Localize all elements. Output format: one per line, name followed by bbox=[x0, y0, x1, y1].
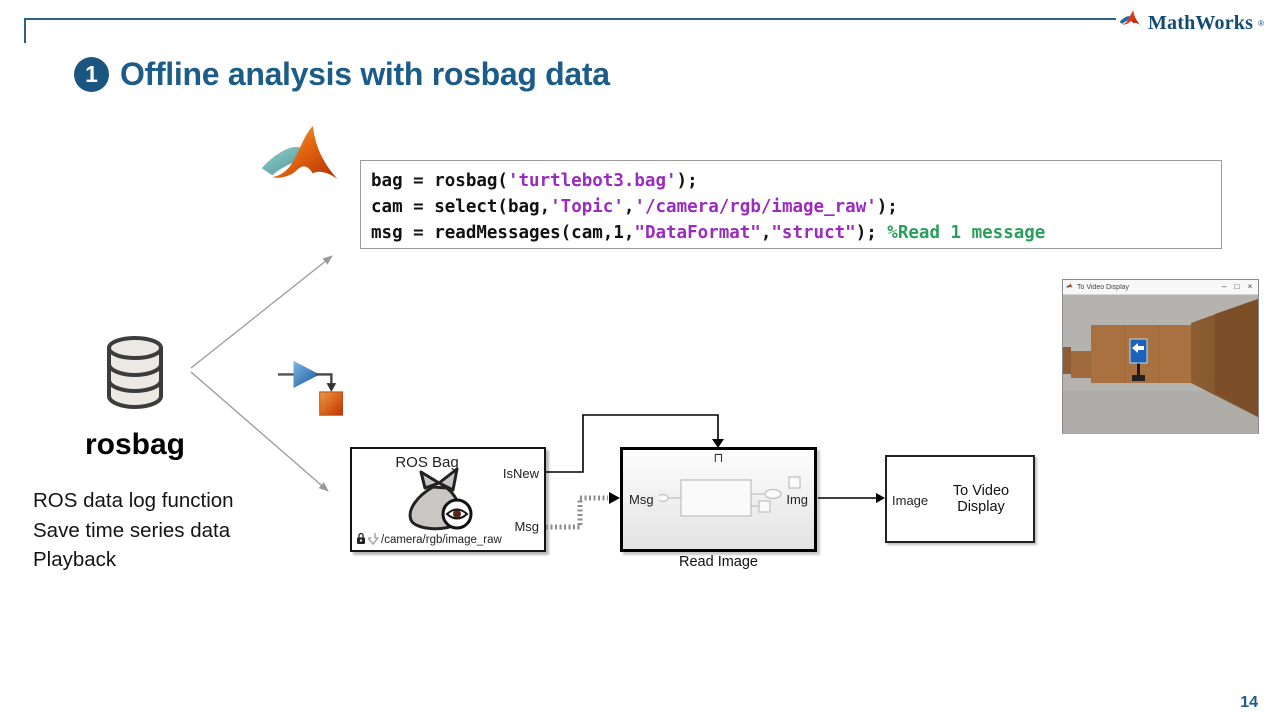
top-rule-corner bbox=[24, 18, 26, 43]
title-number-badge: 1 bbox=[74, 57, 109, 92]
mathworks-wordmark: MathWorks bbox=[1147, 11, 1254, 34]
top-rule bbox=[24, 18, 1116, 20]
bag-with-eye-icon bbox=[397, 466, 483, 543]
simulink-block-to-video-display: Image To Video Display bbox=[885, 455, 1035, 543]
slide-title: 1 Offline analysis with rosbag data bbox=[74, 56, 610, 93]
page-number: 14 bbox=[1240, 694, 1258, 711]
simulink-block-read-image: ⊓ Msg Img bbox=[620, 447, 817, 552]
rosbag-topic-text: /camera/rgb/image_raw bbox=[381, 534, 502, 546]
code-line-3: msg = readMessages(cam,1,"DataFormat","s… bbox=[371, 223, 1046, 243]
rosbag-description: ROS data log function Save time series d… bbox=[33, 486, 234, 575]
trigger-port-icon: ⊓ bbox=[713, 451, 724, 466]
close-button[interactable]: × bbox=[1247, 282, 1253, 291]
mathworks-membrane-icon bbox=[1119, 7, 1143, 39]
bullet-line: Save time series data bbox=[33, 518, 231, 542]
rosbag-block-title: ROS Bag bbox=[395, 454, 459, 471]
title-text: Offline analysis with rosbag data bbox=[120, 56, 610, 92]
port-isnew-label: IsNew bbox=[502, 466, 539, 481]
to-video-display-label: To Video Display bbox=[952, 483, 1010, 515]
maximize-button[interactable]: □ bbox=[1234, 282, 1240, 291]
rosbag-label: rosbag bbox=[84, 428, 186, 461]
code-line-2: cam = select(bag,'Topic','/camera/rgb/im… bbox=[371, 197, 898, 217]
port-img-label: Img bbox=[786, 492, 808, 507]
minimize-button[interactable]: – bbox=[1221, 282, 1227, 291]
window-title-bar: To Video Display – □ × bbox=[1063, 280, 1258, 295]
matlab-logo-icon bbox=[260, 122, 348, 209]
matlab-code-block: bag = rosbag('turtlebot3.bag'); cam = sel… bbox=[360, 160, 1222, 249]
code-line-1: bag = rosbag('turtlebot3.bag'); bbox=[371, 171, 698, 191]
video-display-window: To Video Display – □ × bbox=[1062, 279, 1259, 434]
simulink-logo-icon bbox=[277, 356, 344, 427]
port-msg-in-label: Msg bbox=[629, 492, 654, 507]
mathworks-logo: MathWorks ® bbox=[1119, 7, 1264, 39]
window-title: To Video Display bbox=[1077, 283, 1130, 291]
signal-arrow-icon bbox=[366, 532, 380, 548]
window-app-icon bbox=[1066, 278, 1074, 296]
subsystem-preview bbox=[657, 474, 807, 539]
database-icon bbox=[103, 335, 167, 414]
camera-frame bbox=[1063, 295, 1258, 434]
port-msg-out-label: Msg bbox=[514, 519, 539, 534]
simulink-block-rosbag: ROS Bag IsNew Msg bbox=[350, 447, 546, 552]
lock-icon bbox=[356, 532, 366, 548]
rosbag-topic-row: /camera/rgb/image_raw bbox=[356, 532, 502, 548]
bullet-line: Playback bbox=[33, 548, 117, 571]
port-image-label: Image bbox=[892, 493, 929, 508]
registered-mark: ® bbox=[1258, 18, 1264, 28]
bullet-line: ROS data log function bbox=[33, 489, 234, 512]
read-image-caption: Read Image bbox=[679, 554, 758, 570]
